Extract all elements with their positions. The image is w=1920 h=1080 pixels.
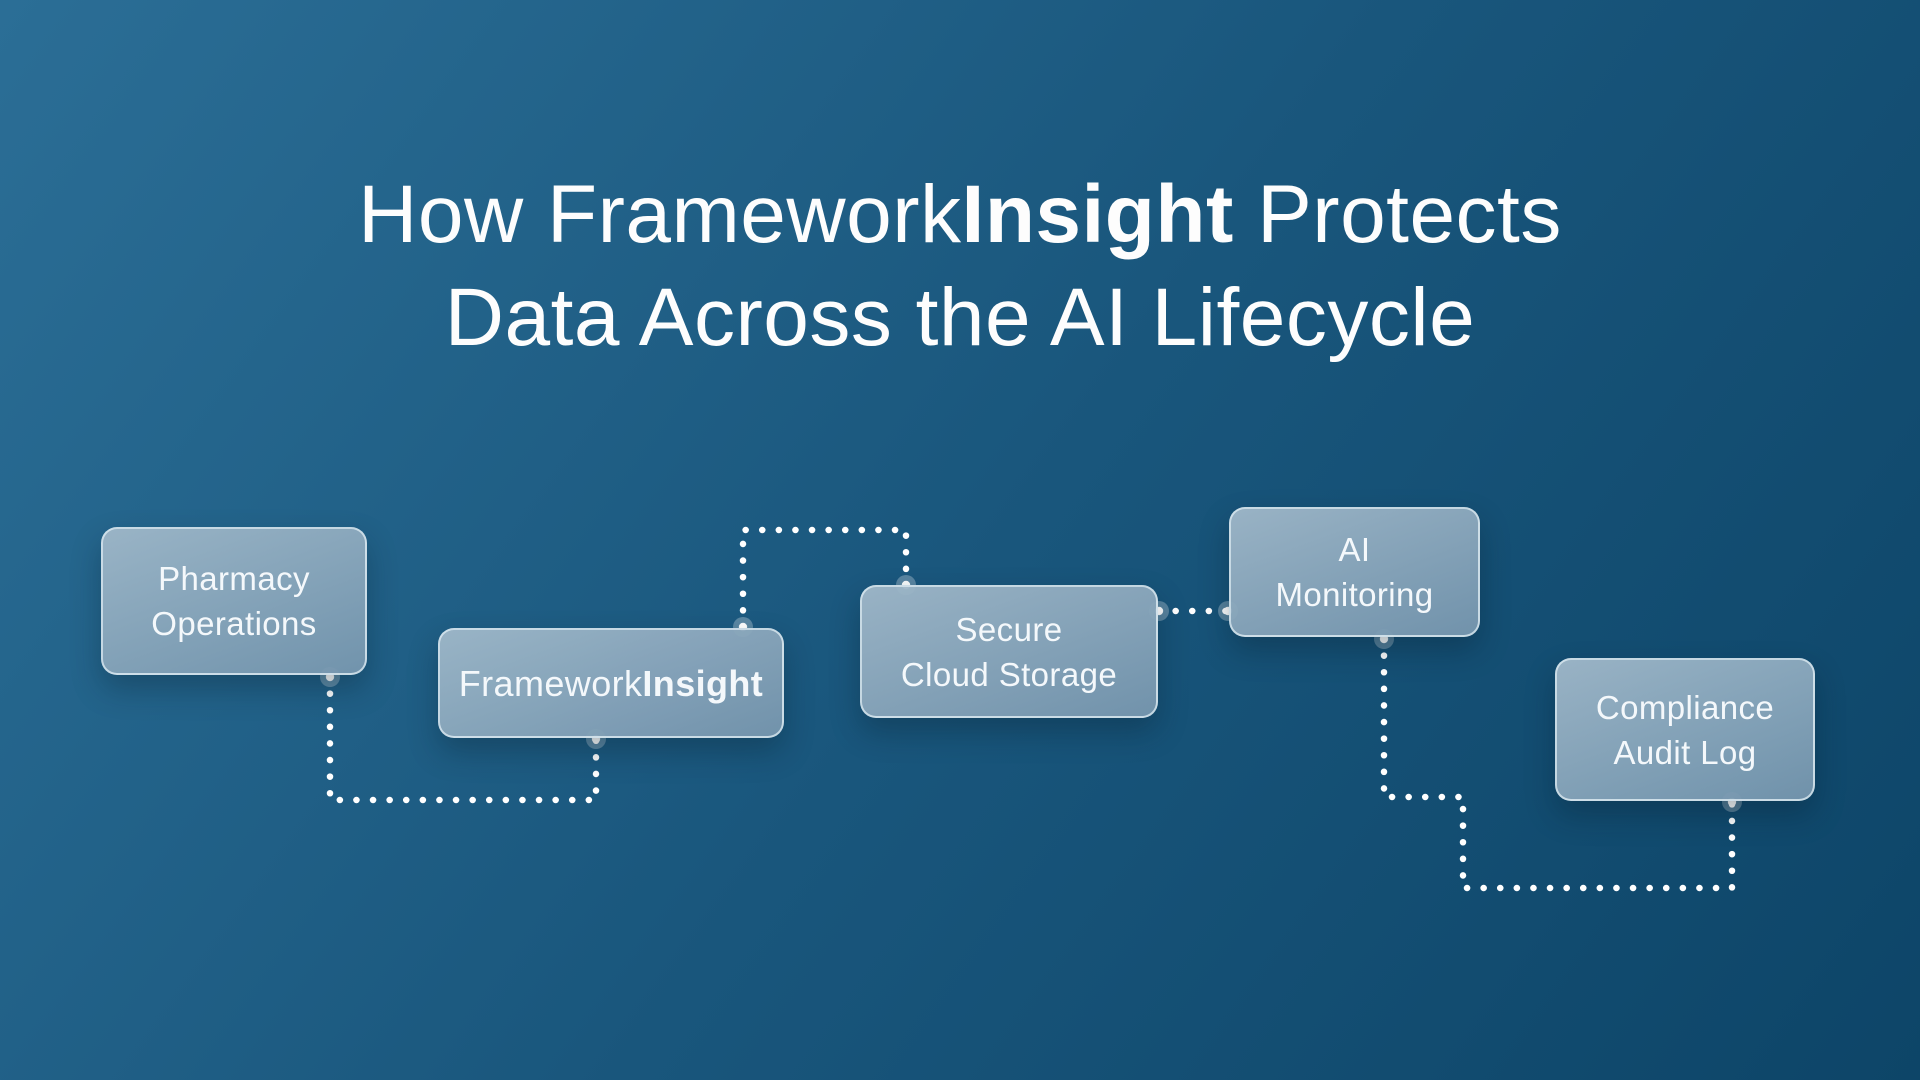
node-label-line: Compliance (1595, 688, 1775, 726)
node-label-line: Pharmacy (158, 560, 310, 597)
node-compliance-audit-log: Compliance Audit Log (1555, 658, 1815, 801)
title-line1-regular: How Framework (358, 169, 962, 260)
node-label-line: Secure (955, 610, 1063, 648)
node-pharmacy-operations: Pharmacy Operations (101, 527, 367, 675)
title-line1-regular-end: Protects (1233, 169, 1562, 260)
node-label-line: Monitoring (1275, 576, 1434, 613)
title-line-2: Data Across the AI Lifecycle (444, 272, 1476, 363)
node-label-line: Cloud Storage (900, 655, 1118, 693)
node-secure-cloud-storage: Secure Cloud Storage (860, 585, 1158, 718)
brand-bold: Insight (642, 662, 764, 704)
page-title: How FrameworkInsight Protects Data Acros… (0, 163, 1920, 369)
title-line-1: How FrameworkInsight Protects (0, 163, 1920, 266)
node-ai-monitoring: AI Monitoring (1229, 507, 1480, 637)
node-label-line: FrameworkInsight (459, 661, 763, 706)
title-line1-bold: Insight (961, 169, 1234, 260)
node-label-line: Operations (151, 605, 317, 642)
node-label-line: AI (1338, 531, 1371, 568)
connector-frameworkinsight-to-storage (739, 526, 910, 631)
node-frameworkinsight: FrameworkInsight (438, 628, 784, 738)
connector-monitoring-to-audit (1380, 635, 1736, 892)
brand-regular: Framework (458, 662, 643, 704)
node-label-line: Audit Log (1613, 733, 1757, 771)
